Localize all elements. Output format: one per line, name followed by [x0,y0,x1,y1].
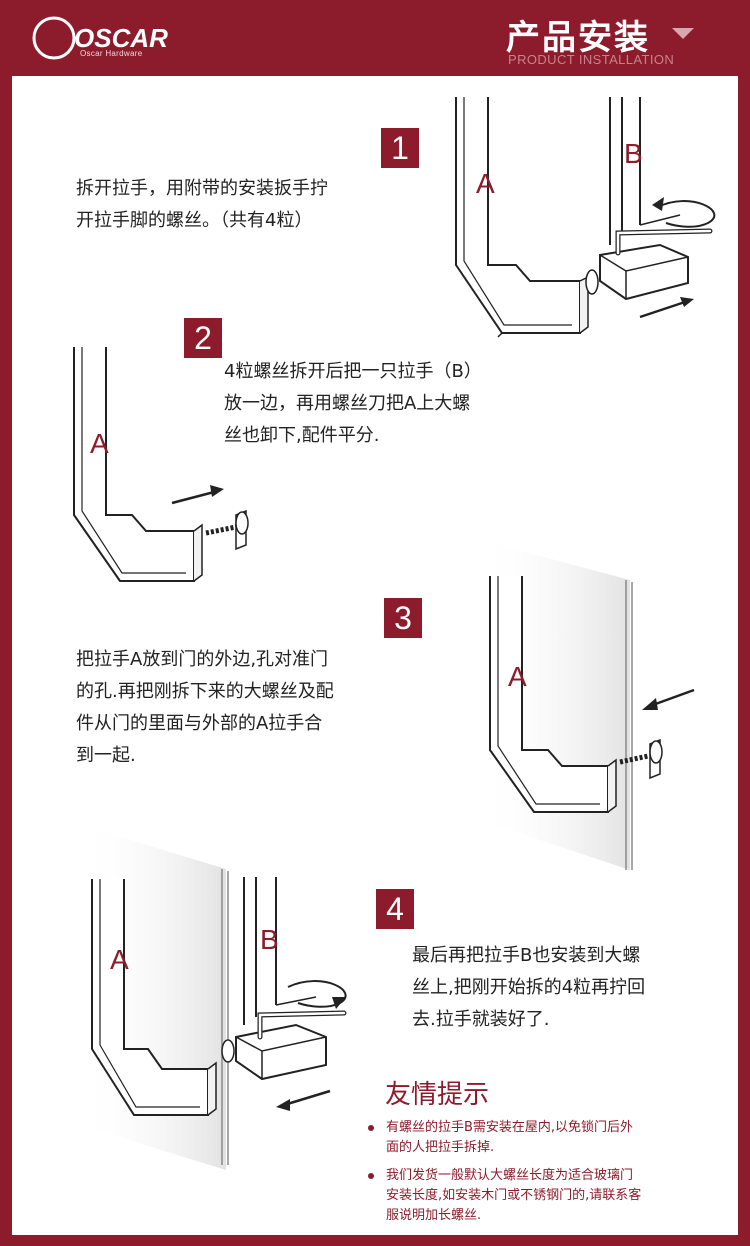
handle-a-label: A [90,428,109,459]
step-2-illustration: A [73,347,249,582]
step-4-illustration: A B [80,825,347,1170]
logo-text: OSCAR [74,23,168,53]
handle-a-label: A [508,661,527,692]
step-2-line: 4粒螺丝拆开后把一只拉手（B） [224,361,482,382]
page-title: 产品安装 [506,18,650,58]
step-3-number: 3 [384,598,422,638]
bullet-icon [368,1125,374,1131]
step-3-illustration: A [480,540,695,870]
page-subtitle: PRODUCT INSTALLATION [508,52,675,67]
handle-b-label: B [260,924,279,955]
step-4-text: 最后再把拉手B也安装到大螺 丝上,把刚开始拆的4粒再拧回 去.拉手就装好了. [412,940,645,1036]
step-1-line: 拆开拉手，用附带的安装扳手拧 [76,178,328,199]
handle-a-label: A [110,944,129,975]
handle-b-label: B [624,138,643,169]
tip-line: 安装长度,如安装木门或不锈钢门的,请联系客 [386,1188,642,1203]
tips-title: 友情提示 [385,1080,490,1110]
step-2-line: 放一边，再用螺丝刀把A上大螺 [224,393,471,414]
handle-a-label: A [476,168,495,199]
step-1-illustration: A B [455,97,716,338]
step-3-line: 把拉手A放到门的外边,孔对准门 [76,649,329,670]
step-2-text: 4粒螺丝拆开后把一只拉手（B） 放一边，再用螺丝刀把A上大螺 丝也卸下,配件平分… [224,356,482,452]
step-4-number: 4 [376,889,414,929]
step-1-line: 开拉手脚的螺丝。（共有4粒） [76,210,313,231]
step-2-line: 丝也卸下,配件平分. [224,425,380,446]
chevron-down-icon [672,28,694,39]
step-1-number: 1 [381,128,419,168]
tip-line: 服说明加长螺丝. [386,1208,482,1223]
oscar-logo: OSCAR [32,16,168,60]
step-3-text: 把拉手A放到门的外边,孔对准门 的孔.再把刚拆下来的大螺丝及配 件从门的里面与外… [76,644,334,772]
step-3-line: 到一起. [76,745,136,766]
logo-subtitle: Oscar Hardware [80,49,143,58]
tip-line: 面的人把拉手拆掉. [386,1140,495,1155]
step-3-line: 的孔.再把刚拆下来的大螺丝及配 [76,681,334,702]
tip-line: 我们发货一般默认大螺丝长度为适合玻璃门 [386,1168,634,1183]
step-4-line: 丝上,把刚开始拆的4粒再拧回 [412,977,646,998]
step-3-line: 件从门的里面与外部的A拉手合 [76,713,323,734]
step-1-text: 拆开拉手，用附带的安装扳手拧 开拉手脚的螺丝。（共有4粒） [76,173,328,237]
step-4-line: 去.拉手就装好了. [412,1009,550,1030]
step-4-line: 最后再把拉手B也安装到大螺 [412,945,641,966]
bullet-icon [368,1173,374,1179]
tip-line: 有螺丝的拉手B需安装在屋内,以免锁门后外 [386,1120,634,1135]
step-2-number: 2 [184,318,222,358]
